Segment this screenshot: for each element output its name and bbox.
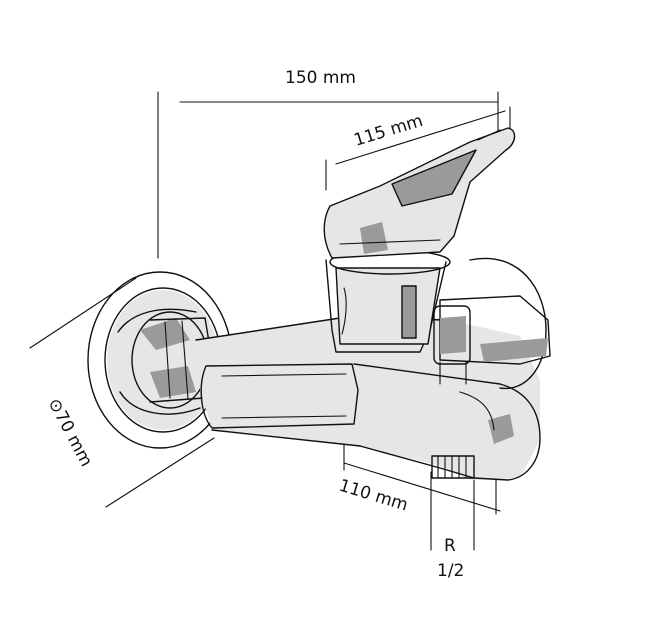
dimension-115-label: 115 mm xyxy=(352,111,426,151)
dimension-diameter-label: ⊙70 mm xyxy=(44,395,97,470)
diverter-knob xyxy=(433,257,551,390)
mixer-body xyxy=(195,317,541,481)
lever-handle xyxy=(323,127,516,259)
dimension-150-group: 150 mm xyxy=(157,68,499,259)
dimension-150-label: 150 mm xyxy=(285,68,356,88)
cartridge-housing xyxy=(325,249,451,353)
dimension-110-label: 110 mm xyxy=(337,476,411,516)
threaded-inlet xyxy=(431,455,475,479)
dimension-thread-group: R 1/2 xyxy=(430,471,475,581)
thread-label-size: 1/2 xyxy=(437,561,464,581)
thread-label-r: R xyxy=(444,536,456,556)
